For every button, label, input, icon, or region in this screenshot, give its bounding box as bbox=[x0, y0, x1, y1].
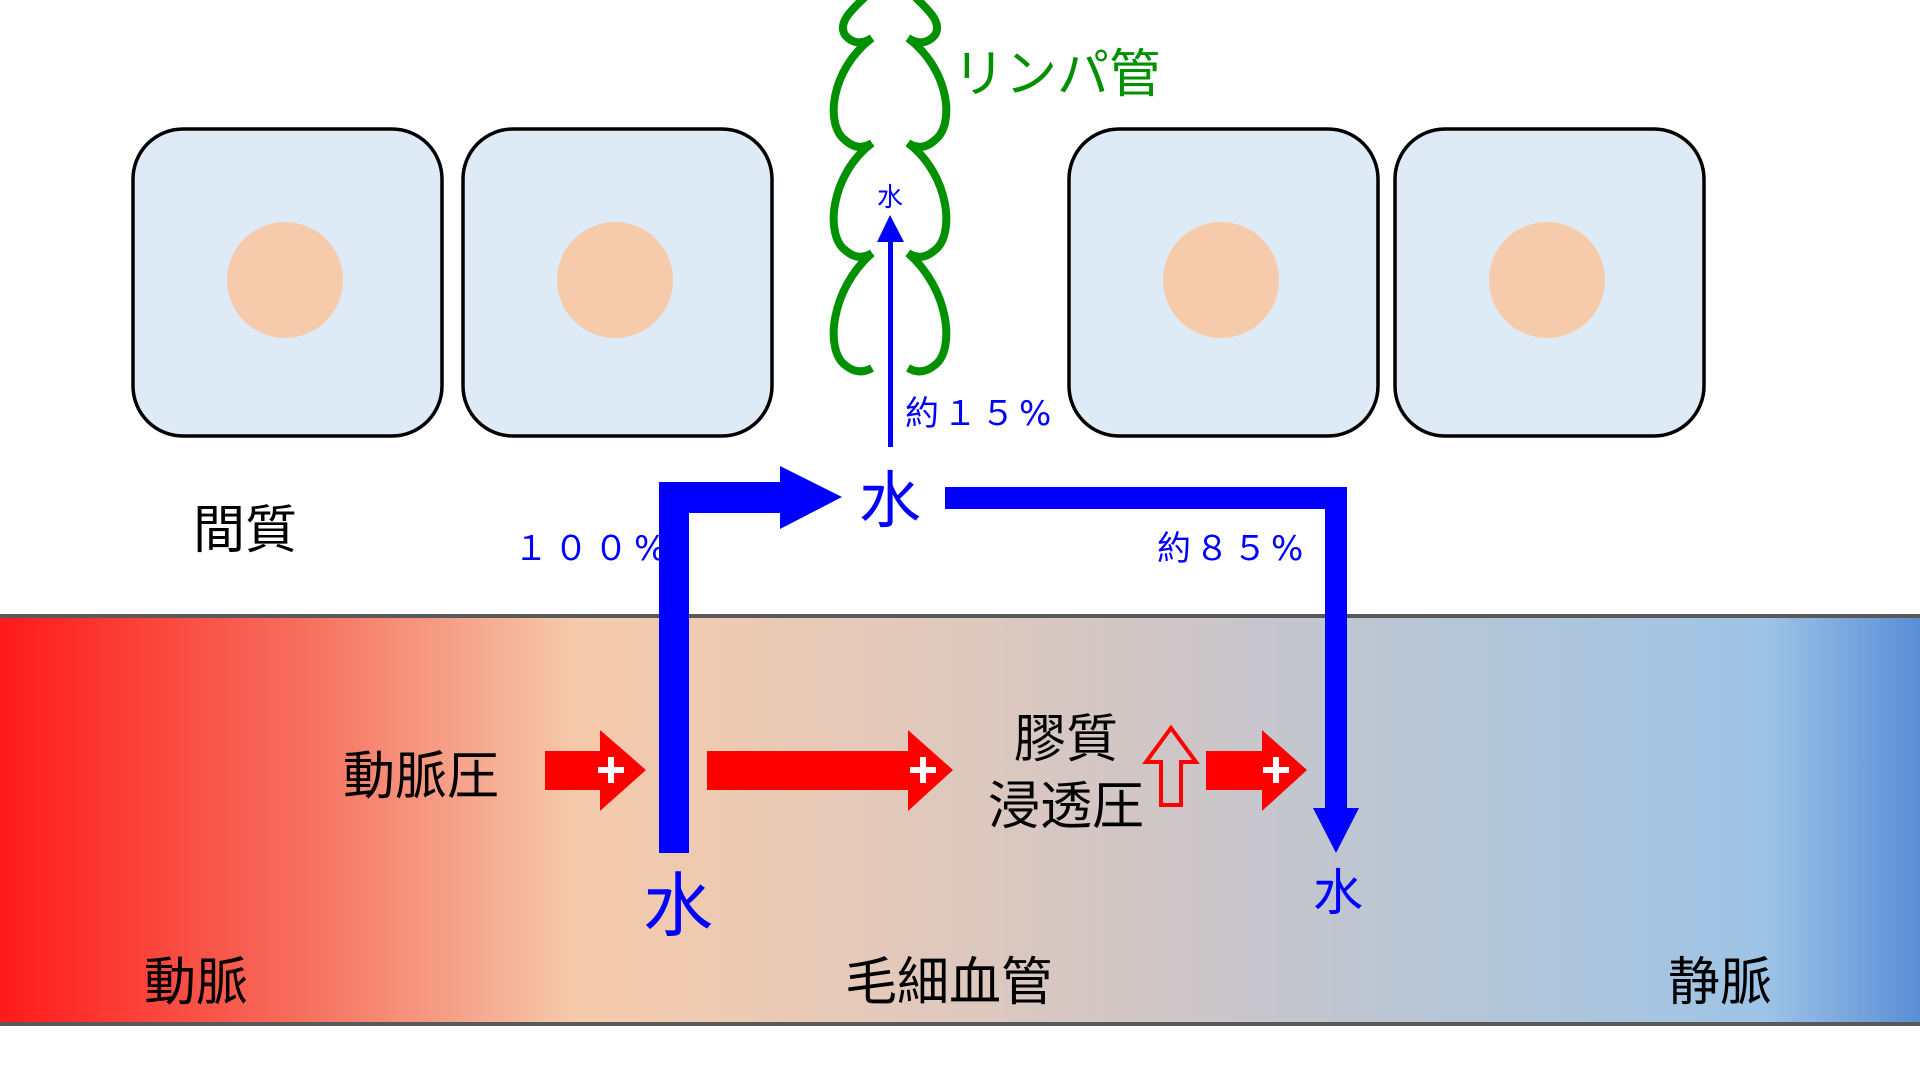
lymph-vessel bbox=[829, 0, 951, 376]
cell bbox=[131, 127, 444, 438]
water-flow-out-arrow bbox=[945, 487, 1359, 853]
interstitium-label: 間質 bbox=[193, 501, 297, 561]
pressure-arrow bbox=[1206, 730, 1307, 811]
pressure-arrow bbox=[707, 730, 953, 811]
colloid-pressure-up-arrow bbox=[1142, 724, 1200, 807]
arterial-pressure-label: 動脈圧 bbox=[343, 747, 499, 807]
lymph-vessel-label: リンパ管 bbox=[953, 45, 1161, 105]
water-flow-in-arrow bbox=[659, 466, 842, 853]
cell bbox=[1067, 127, 1380, 438]
water-interstitium-label: 水 bbox=[859, 464, 921, 537]
lymph-percent-label: 約１５% bbox=[905, 394, 1055, 434]
nucleus bbox=[1489, 222, 1605, 338]
capillary-vessel bbox=[0, 614, 1920, 1026]
nucleus bbox=[227, 222, 343, 338]
nucleus bbox=[557, 222, 673, 338]
vein-percent-label: 約８５% bbox=[1157, 529, 1307, 569]
colloid-osmotic-label-line2: 浸透圧 bbox=[988, 777, 1144, 837]
vein-label: 静脈 bbox=[1668, 953, 1772, 1013]
water-artery-side-label: 水 bbox=[643, 865, 713, 947]
water-to-lymph-arrow bbox=[877, 215, 904, 447]
nucleus bbox=[1163, 222, 1279, 338]
water-lymph-label: 水 bbox=[877, 183, 903, 213]
artery-label: 動脈 bbox=[144, 953, 248, 1013]
colloid-osmotic-label-line1: 膠質 bbox=[1014, 710, 1118, 770]
cell bbox=[461, 127, 774, 438]
tissue-cells bbox=[131, 127, 1706, 438]
cell bbox=[1393, 127, 1706, 438]
total-percent-label: １００% bbox=[514, 529, 672, 569]
capillary-label: 毛細血管 bbox=[845, 953, 1053, 1013]
pressure-arrow bbox=[545, 730, 646, 811]
water-vein-side-label: 水 bbox=[1313, 864, 1363, 922]
